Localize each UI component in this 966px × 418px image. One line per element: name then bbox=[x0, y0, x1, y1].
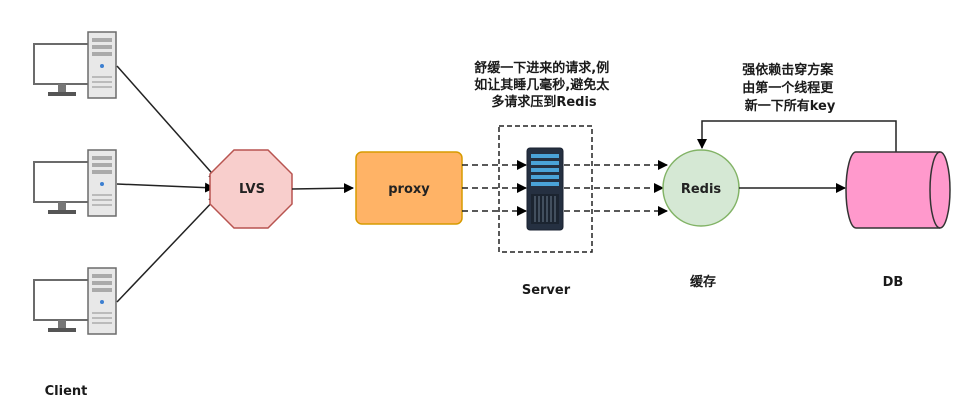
server-note-line: 如让其睡几毫秒,避免太 bbox=[474, 77, 610, 93]
redis-note-line: 强依赖击穿方案 bbox=[742, 62, 834, 78]
redis-label: Redis bbox=[681, 182, 722, 197]
client-computer-icon bbox=[33, 267, 117, 335]
db-node bbox=[845, 151, 951, 229]
db-label: DB bbox=[883, 275, 904, 290]
server-note: 舒缓一下进来的请求,例 如让其睡几毫秒,避免太 多请求压到Redis bbox=[474, 60, 613, 110]
lvs-node bbox=[209, 149, 293, 229]
client-label: Client bbox=[45, 384, 88, 399]
server-icon bbox=[526, 147, 564, 231]
redis-note: 强依赖击穿方案 由第一个线程更 新一下所有key bbox=[742, 62, 838, 114]
server-label: Server bbox=[522, 283, 571, 298]
client-to-lvs-arrow bbox=[116, 65, 219, 181]
client-computer-icon bbox=[33, 149, 117, 217]
redis-note-line: 由第一个线程更 bbox=[742, 80, 834, 96]
proxy-label: proxy bbox=[388, 182, 430, 197]
server-group-box bbox=[498, 125, 593, 253]
redis-caption: 缓存 bbox=[690, 274, 716, 290]
server-note-line: 舒缓一下进来的请求,例 bbox=[474, 60, 609, 76]
client-computer-icon bbox=[33, 31, 117, 99]
db-to-redis-arrow bbox=[697, 120, 897, 152]
redis-note-line: 新一下所有key bbox=[745, 98, 836, 114]
lvs-to-proxy-arrow bbox=[291, 183, 354, 194]
client-to-lvs-arrow bbox=[116, 182, 215, 193]
server-note-line: 多请求压到Redis bbox=[491, 94, 597, 110]
lvs-label: LVS bbox=[239, 182, 265, 197]
client-to-lvs-arrow bbox=[116, 195, 219, 303]
